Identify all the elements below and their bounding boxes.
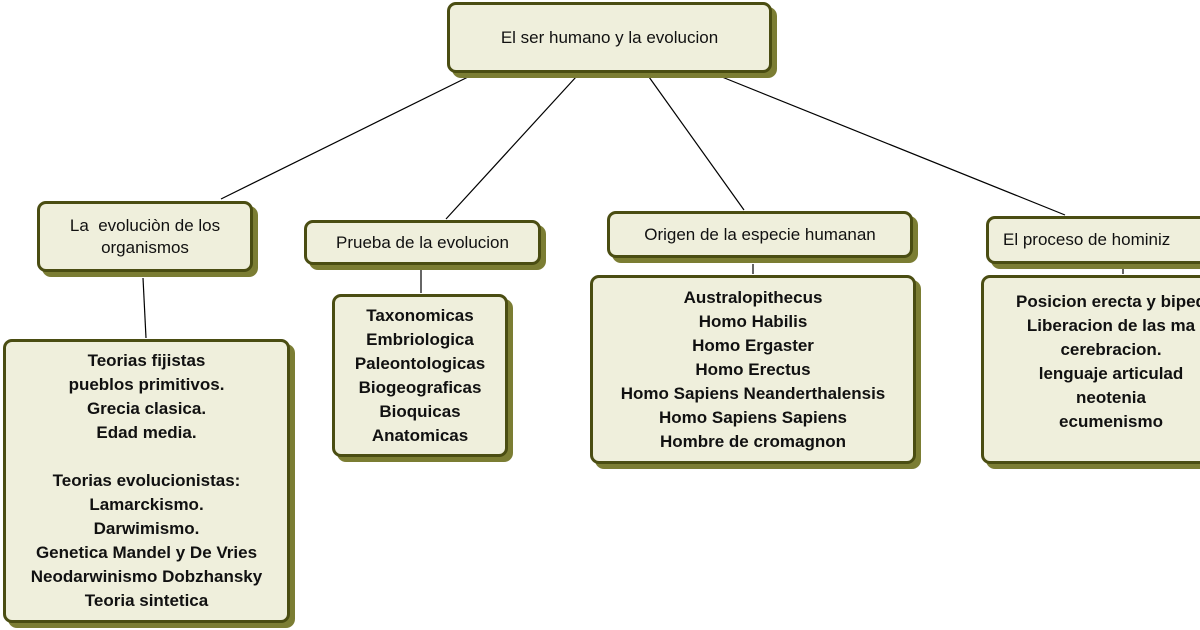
category-label: Prueba de la evolucion — [336, 232, 509, 252]
category-label: Origen de la especie humanan — [644, 224, 876, 244]
category-node-proceso-hominizacion: El proceso de hominiz — [986, 216, 1200, 264]
category-label: El proceso de hominiz — [1003, 230, 1171, 249]
detail-text: Australopithecus Homo Habilis Homo Ergas… — [620, 287, 886, 451]
category-node-evolucion-organismos: La evoluciòn de los organismos — [37, 201, 253, 272]
category-node-prueba-evolucion: Prueba de la evolucion — [304, 220, 541, 265]
detail-node-pruebas: Taxonomicas Embriologica Paleontologicas… — [332, 294, 508, 457]
connector-root-cat3 — [721, 76, 1066, 216]
detail-text: Taxonomicas Embriologica Paleontologicas… — [354, 305, 486, 445]
detail-text: Posicion erecta y biped Liberacion de la… — [1016, 292, 1200, 431]
detail-node-hominizacion: Posicion erecta y biped Liberacion de la… — [981, 275, 1200, 464]
connector-root-cat1 — [445, 76, 577, 220]
connector-root-cat2 — [648, 76, 745, 211]
connector-root-cat0 — [220, 76, 469, 200]
root-node: El ser humano y la evolucion — [447, 2, 772, 73]
detail-node-especies: Australopithecus Homo Habilis Homo Ergas… — [590, 275, 916, 464]
category-node-origen-especie: Origen de la especie humanan — [607, 211, 913, 258]
category-label: La evoluciòn de los organismos — [69, 215, 221, 257]
connector-cat0-det0 — [142, 277, 147, 339]
detail-node-teorias: Teorias fijistas pueblos primitivos. Gre… — [3, 339, 290, 623]
root-node-label: El ser humano y la evolucion — [500, 27, 719, 47]
detail-text: Teorias fijistas pueblos primitivos. Gre… — [30, 351, 263, 610]
